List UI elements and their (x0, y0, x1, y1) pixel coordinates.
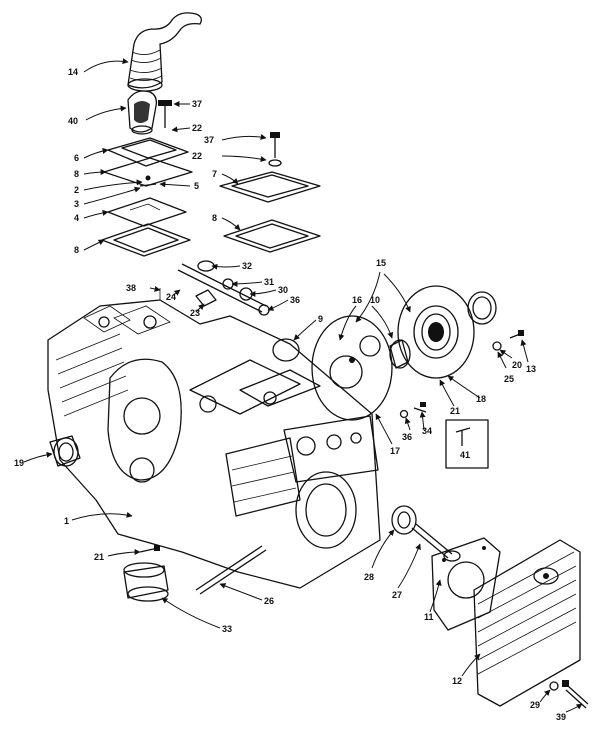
part-12-cylinder-head (473, 539, 581, 707)
callout-13: 13 (526, 364, 536, 374)
callout-23: 23 (190, 308, 200, 318)
callout-8: 8 (74, 245, 79, 255)
callout-8: 8 (74, 169, 79, 179)
callout-25: 25 (504, 374, 514, 384)
callout-38: 38 (126, 283, 136, 293)
callout-19: 19 (14, 458, 24, 468)
callout-30: 30 (278, 285, 288, 295)
callout-12: 12 (452, 676, 462, 686)
callout-36: 36 (290, 295, 300, 305)
part-8-gasket-right (223, 219, 321, 253)
callout-15: 15 (376, 258, 386, 268)
part-10-seal (389, 339, 411, 369)
part-governor-shaft (159, 260, 270, 316)
callout-17: 17 (390, 446, 400, 456)
callout-9: 9 (318, 314, 323, 324)
callout-10: 10 (370, 295, 380, 305)
part-40-breather (127, 90, 158, 135)
callout-33: 33 (222, 624, 232, 634)
callout-31: 31 (264, 277, 274, 287)
callout-8: 8 (212, 213, 217, 223)
part-34-36-screw (399, 402, 427, 419)
leader-lines (23, 58, 583, 713)
part-41-detail-box (445, 419, 489, 469)
callout-20: 20 (512, 360, 522, 370)
callout-21: 21 (450, 406, 460, 416)
callout-32: 32 (242, 261, 252, 271)
callout-21: 21 (94, 552, 104, 562)
part-8-gasket-lower-left (101, 223, 191, 257)
callout-11: 11 (424, 612, 434, 622)
part-26-rod (195, 545, 267, 595)
part-7-valve-cover (219, 171, 321, 203)
part-37-screw-right (268, 132, 282, 167)
callout-1: 1 (64, 516, 69, 526)
callout-7: 7 (212, 169, 217, 179)
callout-22: 22 (192, 151, 202, 161)
callout-18: 18 (476, 394, 486, 404)
callout-37: 37 (204, 135, 214, 145)
callout-24: 24 (166, 292, 176, 302)
part-14-boot (127, 12, 202, 92)
part-21-screw-lower (139, 545, 160, 553)
callout-22: 22 (192, 123, 202, 133)
part-19-ring-left (49, 435, 81, 467)
callout-16: 16 (352, 295, 362, 305)
callout-26: 26 (264, 596, 274, 606)
callout-6: 6 (74, 153, 79, 163)
callout-36: 36 (402, 432, 412, 442)
callout-28: 28 (364, 572, 374, 582)
callout-37: 37 (192, 99, 202, 109)
callout-labels: 14 40 37 22 37 22 6 8 7 2 5 3 4 8 8 32 3… (14, 67, 566, 722)
part-8-gasket-small (103, 157, 193, 187)
callout-41: 41 (460, 450, 470, 460)
callout-2: 2 (74, 185, 79, 195)
callout-5: 5 (194, 181, 199, 191)
part-16-gasket (311, 315, 393, 421)
part-11-head-gasket (431, 537, 501, 631)
part-4-reed-plate (107, 197, 187, 227)
part-33-sleeve (123, 562, 169, 602)
callout-29: 29 (530, 700, 540, 710)
part-28-27-valve (391, 505, 461, 562)
callout-4: 4 (74, 213, 79, 223)
callout-3: 3 (74, 199, 79, 209)
part-18-bearing-plate (397, 285, 475, 379)
part-13-20-screw (492, 330, 524, 351)
part-6-cover-plate (107, 137, 189, 167)
part-9-cup-plug (272, 338, 300, 362)
part-2-5-small (139, 175, 157, 187)
callout-27: 27 (392, 590, 402, 600)
callout-39: 39 (556, 712, 566, 722)
part-29-39-bolt (549, 680, 589, 709)
part-19-ring-right (467, 291, 497, 325)
callout-14: 14 (68, 67, 78, 77)
callout-34: 34 (422, 426, 432, 436)
part-37-screw-upper (158, 100, 172, 128)
callout-40: 40 (68, 116, 78, 126)
part-1-crankcase (47, 299, 381, 589)
